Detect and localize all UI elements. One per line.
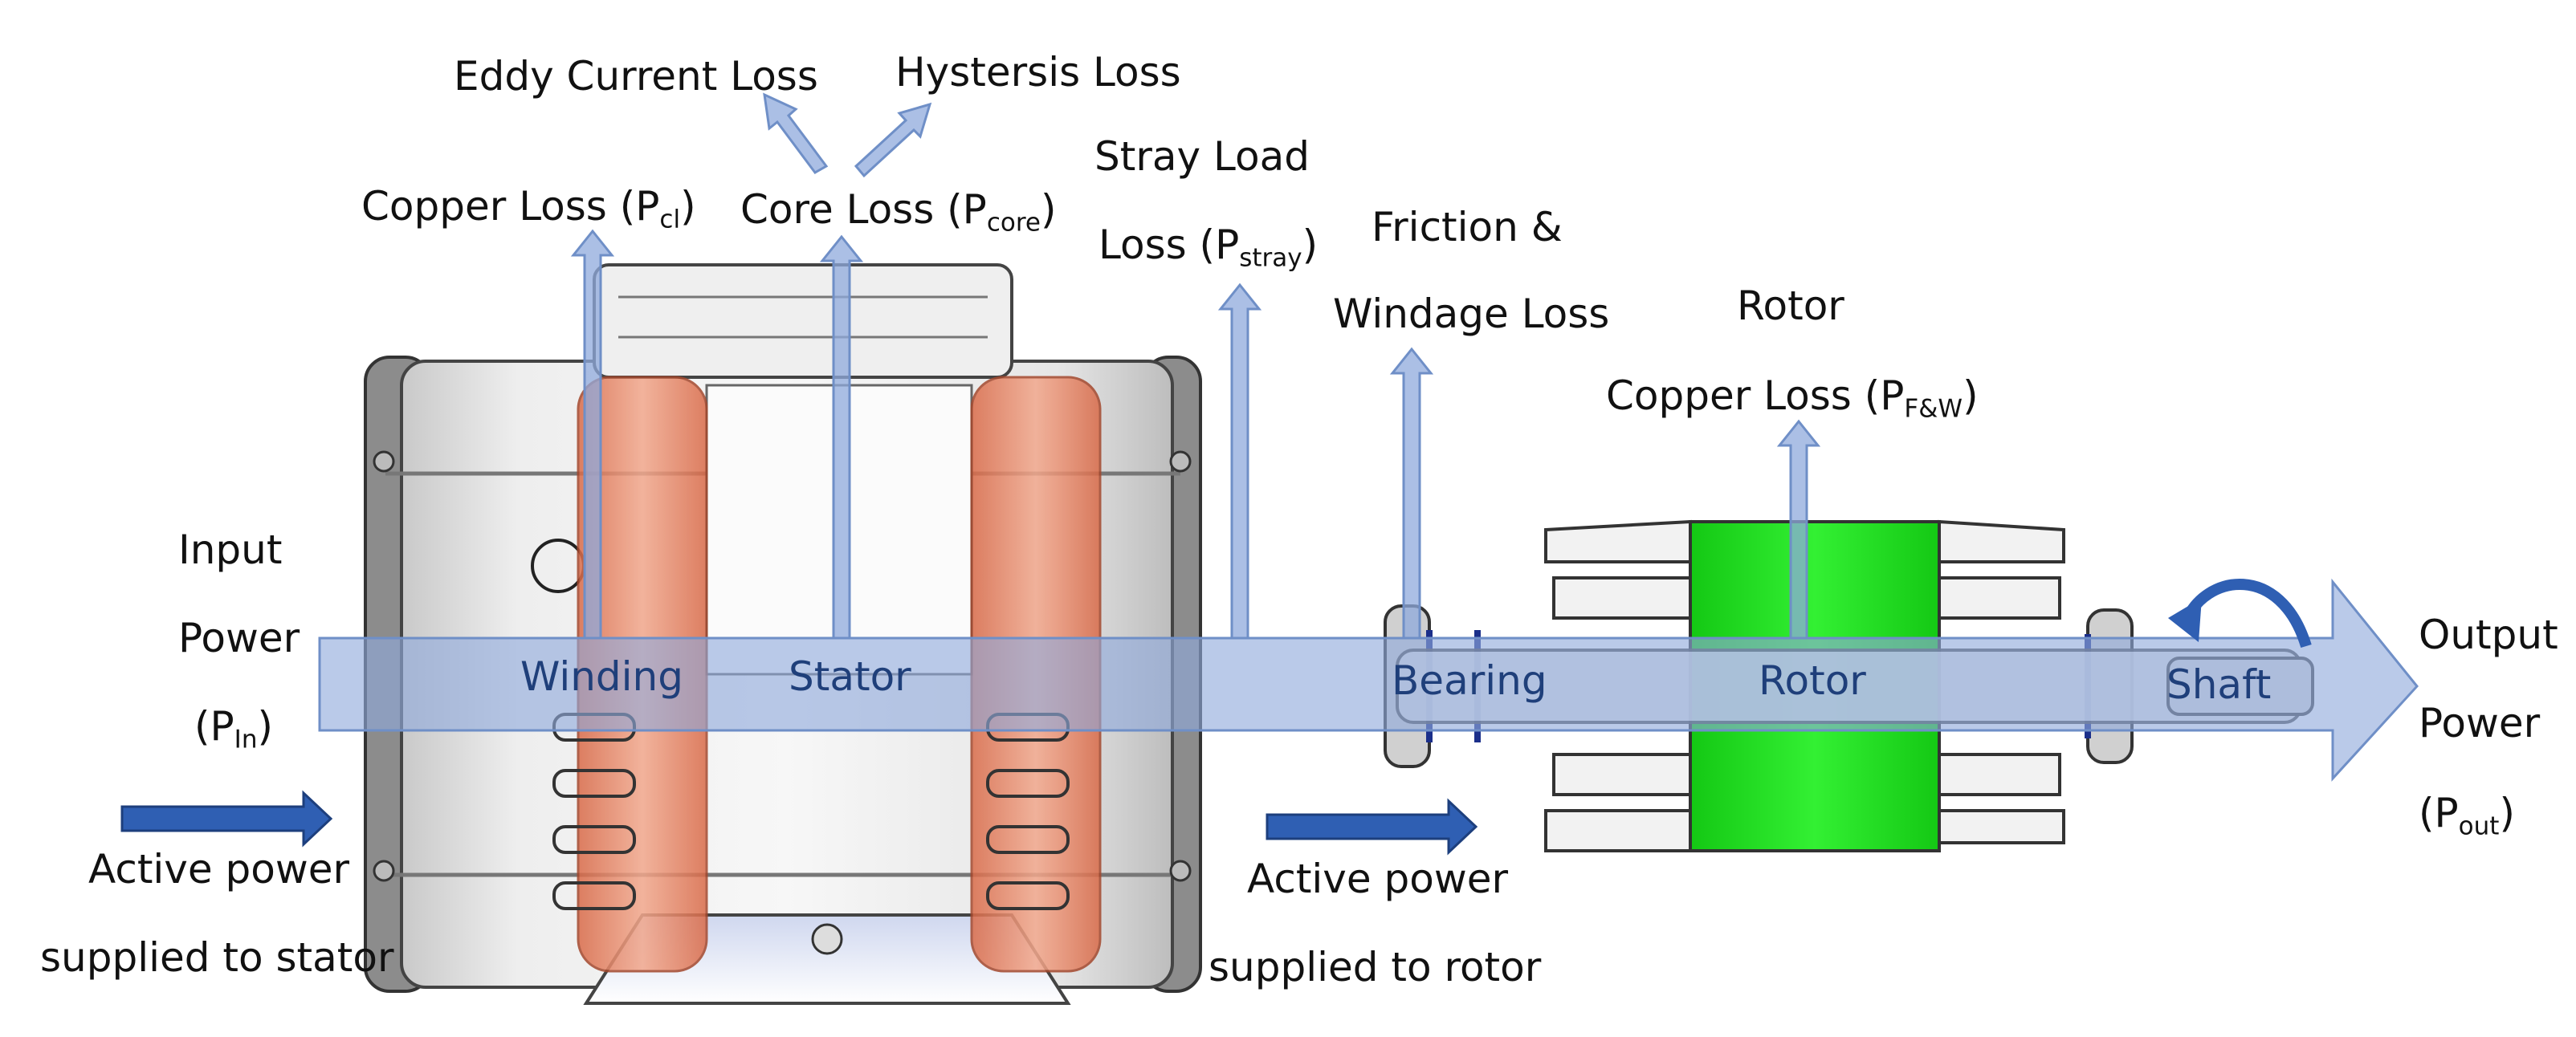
hysteresis-loss-label: Hystersis Loss: [895, 49, 1181, 96]
eddy-current-loss-label: Eddy Current Loss: [454, 53, 818, 100]
stator-label: Stator: [789, 653, 911, 700]
input-power-label-line3: (PIn): [194, 703, 273, 754]
rotor-copper-loss-label-line2: Copper Loss (PF&W): [1606, 372, 1979, 424]
eddy-current-arrow: [763, 92, 829, 174]
stray-loss-arrow: [1217, 283, 1262, 640]
rotor-copper-loss-arrow: [1776, 419, 1821, 640]
rotor-copper-loss-label-line1: Rotor: [1737, 283, 1844, 329]
stray-load-loss-label-line2: Loss (Pstray): [1098, 222, 1319, 273]
active-power-rotor-label-line2: supplied to rotor: [1209, 944, 1542, 990]
friction-loss-label-line1: Friction &: [1372, 204, 1563, 250]
stray-load-loss-label-line1: Stray Load: [1094, 133, 1310, 180]
friction-loss-label-line2: Windage Loss: [1333, 291, 1610, 337]
friction-loss-arrow: [1389, 347, 1434, 640]
core-loss-label: Core Loss (Pcore): [740, 186, 1057, 238]
input-power-label-line2: Power: [178, 615, 300, 661]
active-power-stator-label-line2: supplied to stator: [40, 934, 394, 981]
power-flow-arrow: [318, 578, 2419, 782]
active-power-rotor-label-line1: Active power: [1247, 856, 1509, 902]
input-power-label-line1: Input: [178, 527, 283, 573]
core-loss-arrow: [819, 234, 864, 640]
bearing-label: Bearing: [1392, 657, 1547, 704]
hysteresis-arrow: [854, 102, 932, 178]
winding-label: Winding: [520, 653, 683, 700]
loss-arrows: [570, 92, 1821, 640]
active-power-rotor-arrow: [1266, 798, 1478, 856]
output-power-label-line3: (Pout): [2419, 790, 2515, 841]
output-power-label-line1: Output: [2419, 612, 2558, 658]
rotor-label: Rotor: [1759, 657, 1866, 704]
shaft-label: Shaft: [2166, 661, 2272, 708]
rotation-arrow: [2168, 579, 2312, 649]
active-power-stator-label-line1: Active power: [88, 846, 350, 893]
copper-loss-label: Copper Loss (Pcl): [361, 183, 696, 234]
active-power-stator-arrow: [120, 790, 333, 848]
terminal-box: [593, 263, 1013, 379]
output-power-label-line2: Power: [2419, 700, 2541, 746]
copper-loss-arrow: [570, 229, 615, 640]
